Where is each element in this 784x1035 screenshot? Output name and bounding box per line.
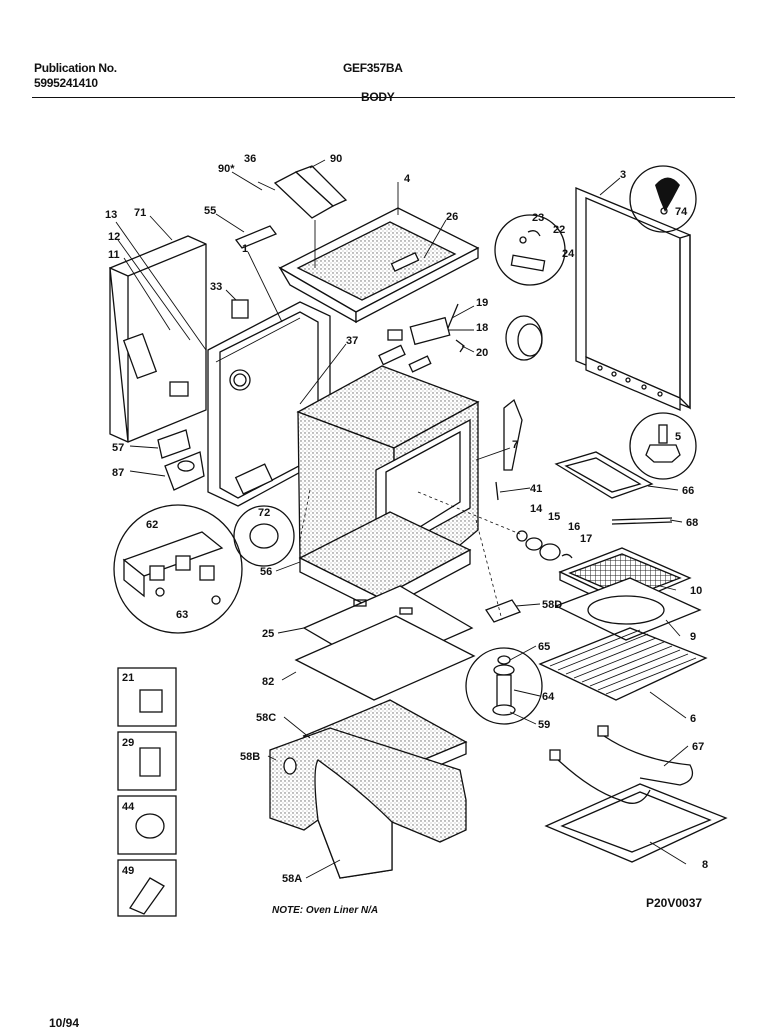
callout-9: 9 [690, 631, 696, 643]
part-74-knob [655, 177, 680, 215]
callout-66: 66 [682, 485, 694, 497]
detail-circle-74 [629, 165, 697, 233]
part-7-latch [503, 398, 523, 471]
callout-62: 62 [146, 519, 158, 531]
callout-22: 22 [553, 224, 565, 236]
callout-59: 59 [538, 719, 550, 731]
part-82-panel [294, 615, 476, 701]
callout-58A: 58A [282, 873, 302, 885]
callout-58B: 58B [240, 751, 260, 763]
inset-44 [117, 795, 177, 855]
callout-21: 21 [122, 672, 134, 684]
part-8-panel [544, 749, 728, 863]
part-36-bracket [257, 159, 348, 268]
part-58D-plate [485, 599, 521, 623]
callout-71: 71 [134, 207, 146, 219]
callout-19: 19 [476, 297, 488, 309]
callout-29: 29 [122, 737, 134, 749]
publication-label: Publication No. [34, 61, 117, 75]
part-66-element [554, 451, 654, 499]
part-3-door-frame [575, 187, 691, 411]
detail-circle-59 [465, 647, 543, 725]
callout-18: 18 [476, 322, 488, 334]
callout-44: 44 [122, 801, 135, 813]
callout-36: 36 [244, 153, 256, 165]
header-rule [32, 97, 735, 98]
callout-labels: 90* 36 90 4 3 13 71 55 26 23 22 24 74 12… [105, 153, 708, 885]
revision-date: 10/94 [49, 1016, 80, 1030]
callout-20: 20 [476, 347, 488, 359]
part-5-leveling-leg [629, 412, 697, 480]
part-4-top-panel [278, 207, 480, 324]
callout-24: 24 [562, 248, 575, 260]
part-9-pan [554, 577, 702, 641]
callout-33: 33 [210, 281, 222, 293]
part-68-rod [611, 517, 673, 525]
model-number: GEF357BA [343, 61, 403, 75]
oven-liner-note: NOTE: Oven Liner N/A [272, 905, 379, 916]
callout-67: 67 [692, 741, 704, 753]
callout-55: 55 [204, 205, 216, 217]
callout-90: 90 [330, 153, 342, 165]
callout-82: 82 [262, 676, 274, 688]
callout-23: 23 [532, 212, 544, 224]
part-67-element [597, 725, 694, 786]
callout-17: 17 [580, 533, 592, 545]
callout-74: 74 [675, 206, 688, 218]
callout-5: 5 [675, 431, 681, 443]
callout-64: 64 [542, 691, 555, 703]
callout-4: 4 [404, 173, 411, 185]
part-14-17-light [516, 530, 573, 561]
part-33-clip [231, 299, 249, 319]
callout-49: 49 [122, 865, 134, 877]
part-87-bracket [164, 451, 205, 491]
part-58A-58B-wrap [269, 727, 467, 879]
callout-3: 3 [620, 169, 626, 181]
rotisserie-cylinder [505, 315, 543, 361]
part-71-side-panel [109, 235, 207, 443]
callout-6: 6 [690, 713, 696, 725]
callout-7: 7 [512, 439, 518, 451]
callout-87: 87 [112, 467, 124, 479]
callout-10: 10 [690, 585, 702, 597]
callout-26: 26 [446, 211, 458, 223]
callout-12: 12 [108, 231, 120, 243]
detail-circle-23 [494, 214, 566, 286]
callout-65: 65 [538, 641, 550, 653]
callout-25: 25 [262, 628, 274, 640]
callout-11: 11 [108, 249, 120, 261]
inset-49 [117, 859, 177, 917]
callout-14: 14 [530, 503, 543, 515]
callout-57: 57 [112, 442, 124, 454]
callout-58C: 58C [256, 712, 276, 724]
publication-number: 5995241410 [34, 76, 98, 90]
part-6-oven-rack [538, 627, 708, 701]
callout-1: 1 [242, 243, 248, 255]
callout-58D: 58D [542, 599, 562, 611]
inset-21 [117, 667, 177, 727]
part-55-bracket [234, 225, 278, 249]
callout-63: 63 [176, 609, 188, 621]
part-57-plate [157, 429, 191, 459]
callout-56: 56 [260, 566, 272, 578]
detail-circle-62 [113, 504, 243, 634]
detail-circle-72 [233, 505, 295, 567]
callout-37: 37 [346, 335, 358, 347]
part-41-pin [495, 481, 499, 501]
callout-41: 41 [530, 483, 542, 495]
callout-13: 13 [105, 209, 117, 221]
callout-16: 16 [568, 521, 580, 533]
diagram-code: P20V0037 [646, 896, 703, 910]
callout-90-star: 90* [218, 163, 235, 175]
part-18-20-switch [387, 303, 465, 353]
callout-68: 68 [686, 517, 698, 529]
callout-8: 8 [702, 859, 708, 871]
callout-72: 72 [258, 507, 270, 519]
leader-lines [115, 171, 689, 879]
inset-29 [117, 731, 177, 791]
callout-15: 15 [548, 511, 560, 523]
